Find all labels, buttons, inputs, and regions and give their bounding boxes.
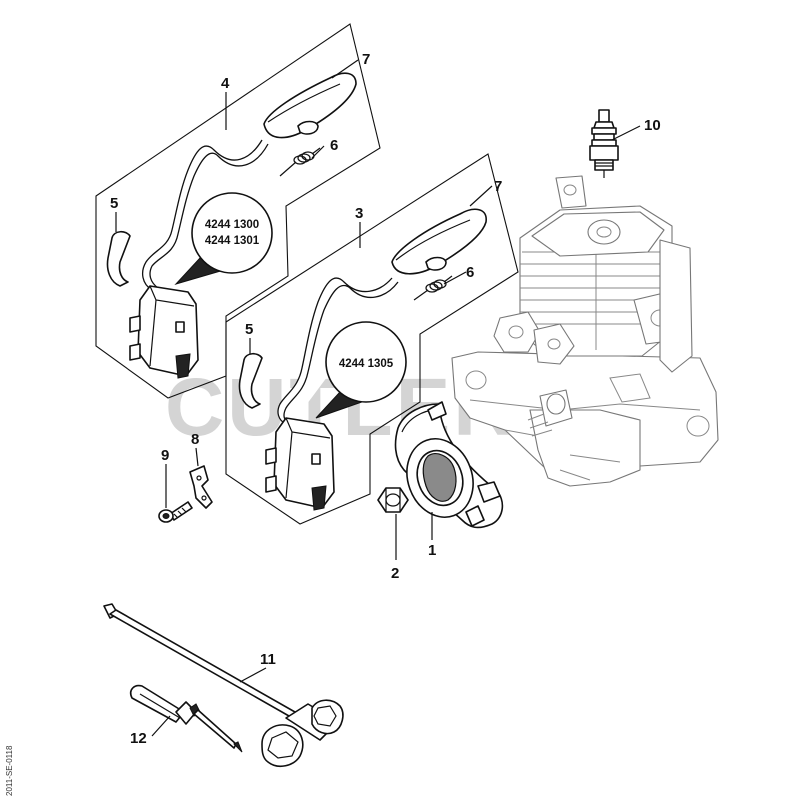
drawing-code: 2011-SE-0118: [5, 745, 14, 796]
part-number-lower: 4244 1305: [339, 358, 394, 370]
hex-nut: [377, 487, 409, 513]
callout-9: 9: [161, 447, 169, 464]
callout-5-upper: 5: [110, 195, 118, 212]
part-number-bubble-upper: 4244 1300 4244 1301: [174, 192, 273, 285]
short-circuit-switch-upper: [129, 285, 199, 379]
callout-7-lower: 7: [494, 178, 502, 195]
callout-5-lower: 5: [245, 321, 253, 338]
combination-wrench: [103, 603, 344, 768]
callout-4: 4: [221, 75, 230, 92]
callout-labels: 4 7 6 5 3 7 6 5 8 9 1 2 10 11 12: [110, 51, 661, 747]
cable-boot-upper: [106, 230, 131, 287]
throttle-trigger-upper: [263, 72, 357, 139]
part-number-upper-1: 4244 1300: [205, 219, 259, 231]
callout-2: 2: [391, 565, 399, 582]
retaining-plate: [189, 465, 213, 509]
part-number-bubble-lower: 4244 1305: [315, 321, 407, 419]
callout-6-lower: 6: [466, 264, 474, 281]
part-number-upper-2: 4244 1301: [205, 235, 260, 247]
screwdriver: [129, 684, 243, 753]
callout-11: 11: [260, 651, 276, 668]
callout-7-upper: 7: [362, 51, 370, 68]
torsion-spring-upper: [279, 147, 321, 177]
callout-12: 12: [130, 730, 147, 747]
torsion-spring-lower: [413, 275, 453, 301]
callout-8: 8: [191, 431, 199, 448]
clutch-carrier: [394, 401, 504, 529]
short-circuit-switch-lower: [265, 417, 335, 511]
cable-boot-lower: [238, 352, 263, 409]
assembly-frame-3: [225, 153, 519, 525]
engine-block: [451, 175, 719, 487]
callout-10: 10: [644, 117, 661, 134]
throttle-trigger-lower: [391, 208, 487, 275]
assembly-frame-4: [95, 23, 381, 399]
spark-plug: [589, 109, 619, 178]
callout-3: 3: [355, 205, 363, 222]
callout-1: 1: [428, 542, 436, 559]
leader-lines: [115, 59, 641, 737]
callout-6-upper: 6: [330, 137, 338, 154]
hex-screw: [158, 501, 193, 523]
